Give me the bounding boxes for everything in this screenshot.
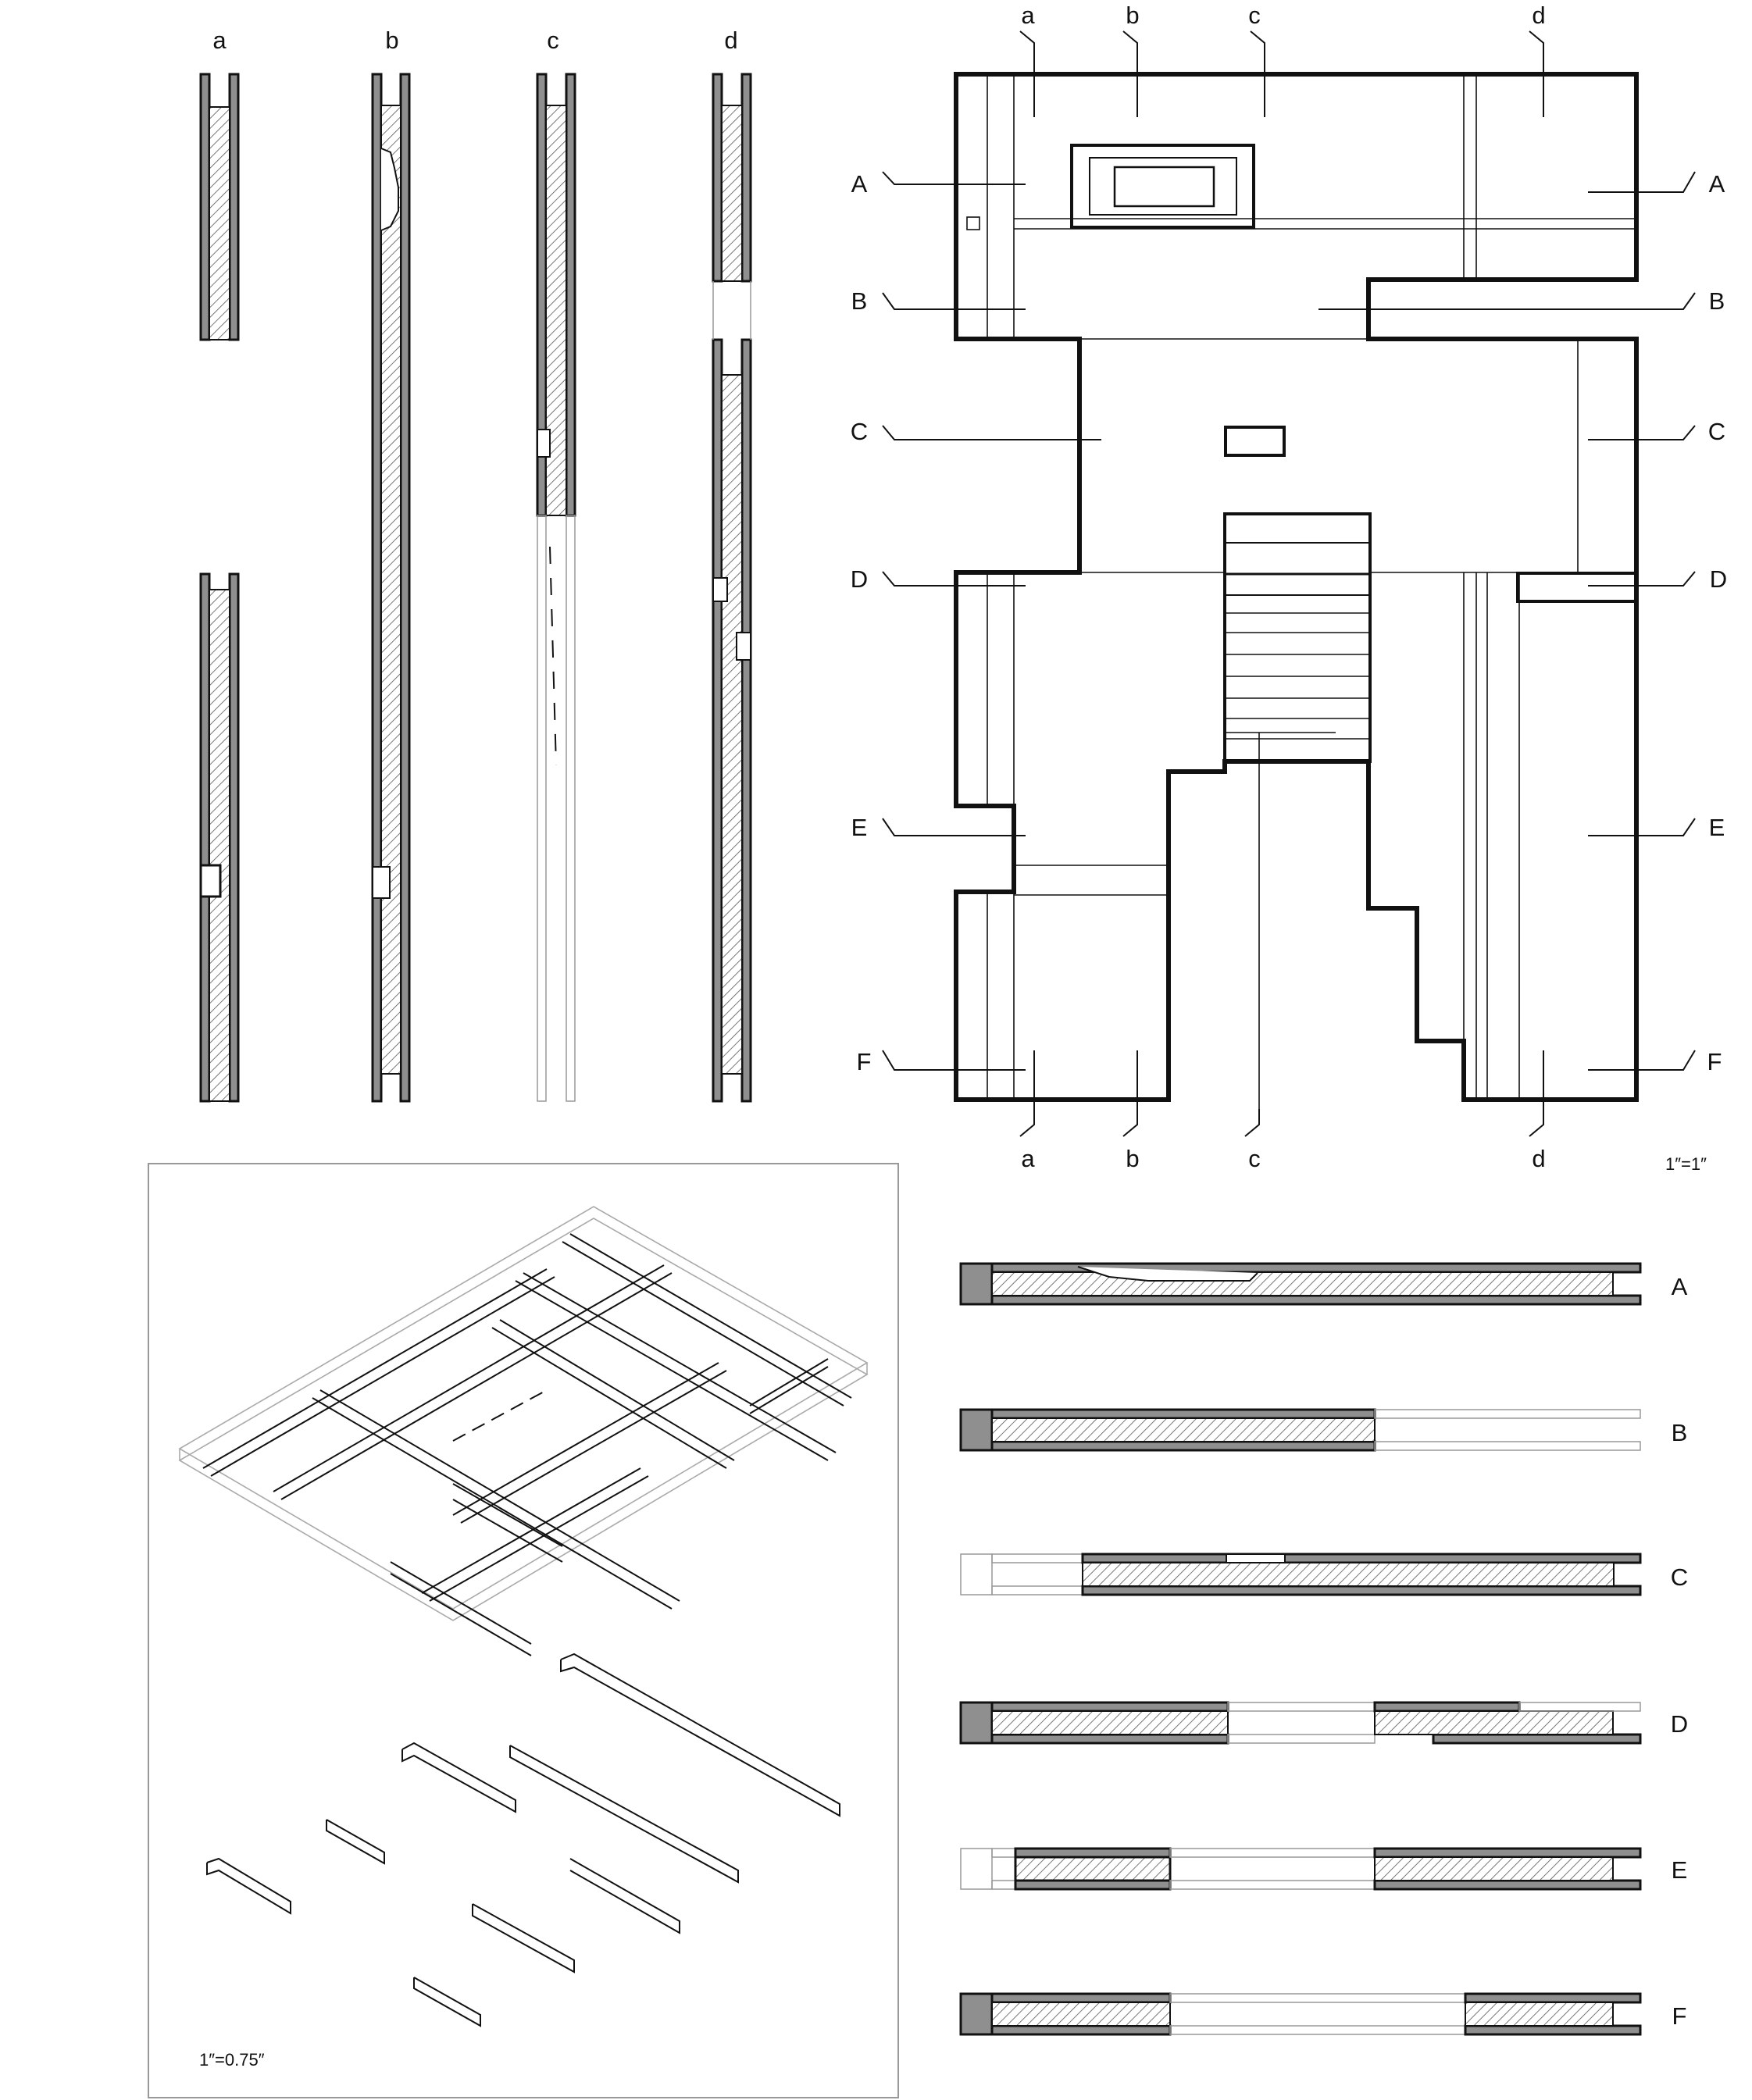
vertical-sections: a b c d — [199, 27, 752, 1103]
plan-bottom-markers — [1019, 1050, 1544, 1137]
plan-left-label-F: F — [857, 1048, 872, 1075]
section-D — [959, 1701, 1642, 1745]
vertical-section-label-a: a — [212, 27, 227, 54]
section-c — [536, 73, 576, 1102]
plan-scale: 1″=1″ — [1665, 1154, 1707, 1174]
section-C — [960, 1553, 1642, 1596]
plan-bottom-label-a: a — [1021, 1145, 1035, 1172]
axonometric-panel: 1″=0.75″ — [148, 1163, 899, 2098]
axonometric-exploded-pieces — [206, 1653, 840, 2027]
axonometric-beams — [202, 1233, 852, 1656]
plan-small-opening — [1224, 426, 1286, 457]
plan-left-label-B: B — [851, 287, 868, 315]
vertical-section-label-d: d — [724, 27, 737, 54]
plan-right-label-A: A — [1709, 170, 1725, 198]
section-b — [371, 73, 411, 1103]
axonometric-scale: 1″=0.75″ — [199, 2050, 265, 2070]
plan-top-label-a: a — [1021, 2, 1035, 29]
horizontal-section-label-D: D — [1671, 1710, 1688, 1738]
plan-right-label-E: E — [1709, 814, 1725, 841]
axonometric-slab — [178, 1206, 869, 1621]
horizontal-section-label-C: C — [1671, 1563, 1688, 1591]
vertical-section-label-c: c — [547, 27, 559, 54]
axonometric-frame — [148, 1163, 899, 2098]
plan-top-label-b: b — [1126, 2, 1139, 29]
section-d — [712, 73, 752, 1103]
horizontal-section-label-B: B — [1672, 1419, 1688, 1446]
plan-right-label-D: D — [1710, 565, 1727, 593]
section-B — [959, 1408, 1641, 1452]
horizontal-section-label-E: E — [1672, 1856, 1688, 1884]
plan-interior-lines — [966, 74, 1636, 1109]
plan-stair — [1223, 512, 1372, 763]
section-a — [199, 73, 240, 1103]
plan-left-label-D: D — [851, 565, 868, 593]
horizontal-section-label-A: A — [1672, 1273, 1688, 1300]
plan-bottom-label-c: c — [1248, 1145, 1261, 1172]
plan-drawing: a b c d — [851, 2, 1727, 1174]
plan-left-label-C: C — [851, 418, 868, 445]
plan-right-label-C: C — [1708, 418, 1725, 445]
plan-outline — [954, 72, 1639, 1102]
vertical-section-label-b: b — [385, 27, 398, 54]
plan-side-markers — [882, 171, 1696, 1071]
plan-left-label-E: E — [851, 814, 868, 841]
section-F — [959, 1992, 1642, 2036]
plan-top-markers — [1019, 30, 1544, 117]
plan-top-label-c: c — [1248, 2, 1261, 29]
plan-skylight — [1070, 144, 1255, 229]
plan-bottom-label-d: d — [1532, 1145, 1545, 1172]
horizontal-section-label-F: F — [1672, 2002, 1687, 2030]
plan-right-label-B: B — [1709, 287, 1725, 315]
section-A — [959, 1262, 1642, 1306]
plan-ledge — [1516, 572, 1638, 603]
plan-right-label-F: F — [1707, 1048, 1722, 1075]
horizontal-sections: A B C — [959, 1262, 1688, 2036]
plan-left-label-A: A — [851, 170, 868, 198]
section-E — [960, 1847, 1642, 1891]
plan-top-label-d: d — [1532, 2, 1545, 29]
plan-bottom-label-b: b — [1126, 1145, 1139, 1172]
